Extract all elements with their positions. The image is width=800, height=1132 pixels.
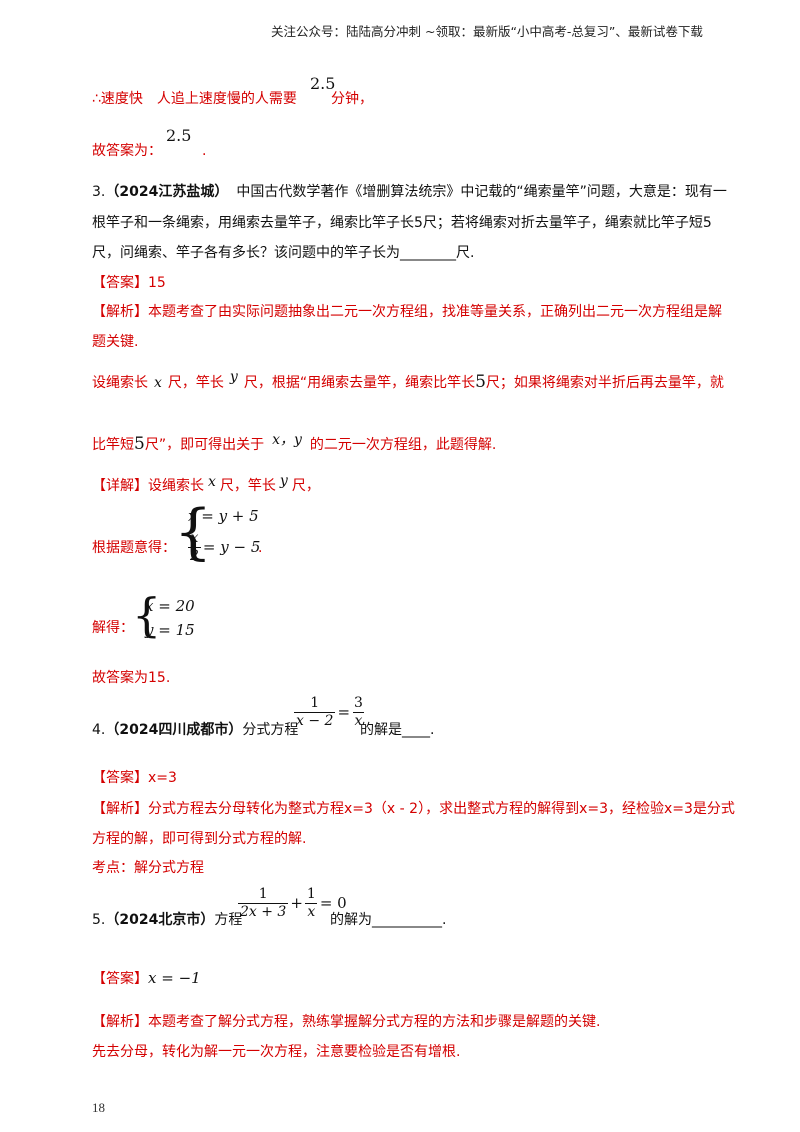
q4-pre: 分式方程 <box>242 722 299 738</box>
q3-answer: 【答案】15 <box>92 275 166 291</box>
q3-solve-label: 解得： <box>92 620 134 636</box>
q3-detail-c: 尺， <box>291 478 320 494</box>
q4-f1-num: 1 <box>310 695 320 711</box>
q3-source: （2024江苏盐城） <box>105 184 229 200</box>
q3-final: 故答案为15. <box>92 670 171 686</box>
solution-x: x = 20 <box>145 597 195 615</box>
eq2-rhs: = y − 5 <box>202 538 261 556</box>
speed-line-b: 人追上速度慢的人需要 <box>156 91 297 107</box>
q5-number: 5. <box>92 912 106 928</box>
answer-prefix: 故答案为： <box>92 143 162 159</box>
solution-y: y = 15 <box>145 621 195 639</box>
q3-text-1: 中国古代数学著作《增删算法统宗》中记载的“绳索量竿”问题，大意是：现有一 <box>236 184 727 200</box>
equation-1: x = y + 5 <box>188 507 259 525</box>
q3-setup2-text-b: 尺”，即可得出关于 <box>144 437 265 453</box>
q4-topic: 考点：解分式方程 <box>92 860 204 876</box>
q3-setup-1: 设绳索长 x 尺，竿长 y 尺，根据“用绳索去量竿，绳索比竿长5尺；如果将绳索对半折后再… <box>92 369 724 393</box>
answer-value: 2.5 <box>166 126 192 145</box>
q3-according: 根据题意得： <box>92 540 176 556</box>
speed-line: ∴速度快人追上速度慢的人需要 <box>92 89 297 109</box>
q5-rhs: = 0 <box>319 894 347 912</box>
q4-answer: 【答案】x=3 <box>92 770 177 786</box>
q4-analysis-1: 【解析】分式方程去分母转化为整式方程x=3（x - 2），求出整式方程的解得到x… <box>92 801 735 817</box>
q5-f2-num: 1 <box>306 886 316 902</box>
page-header: 关注公众号：陆陆高分冲刺 ~领取：最新版“小中高考-总复习”、最新试卷下载 <box>271 24 703 39</box>
q4-f1-den: x − 2 <box>294 712 336 729</box>
q4-eq-sign: = <box>337 703 351 721</box>
vars-xy: x，y <box>272 432 302 448</box>
q3-setup2-text-c: 的二元一次方程组，此题得解. <box>309 437 497 453</box>
q5-answer: 【答案】x = −1 <box>92 968 201 989</box>
q4-f2-den: x <box>352 712 365 729</box>
q5-lead: 5.（2024北京市）方程 <box>92 910 242 930</box>
q3-setup-text-c: 尺，根据“用绳索去量竿，绳索比竿长 <box>243 375 476 391</box>
speed-line-a: ∴速度快 <box>92 91 143 107</box>
q5-source: （2024北京市） <box>105 912 215 928</box>
q4-post: 的解是____. <box>360 722 435 738</box>
var-y: y <box>229 369 238 385</box>
q5-f1-den: 2x + 3 <box>238 903 289 920</box>
q5-analysis-1: 【解析】本题考查了解分式方程，熟练掌握解分式方程的方法和步骤是解题的关键. <box>92 1014 601 1030</box>
q3-text-2: 根竿子和一条绳索，用绳索去量竿子，绳索比竿子长5尺；若将绳索对折去量竿子，绳索就… <box>92 215 712 231</box>
detail-var-y: y <box>279 473 288 489</box>
q5-answer-value: x = −1 <box>148 969 201 987</box>
q4-analysis-2: 方程的解，即可得到分式方程的解. <box>92 831 307 847</box>
q5-plus: + <box>290 894 303 912</box>
detail-var-x: x <box>208 474 216 490</box>
q5-answer-label: 【答案】 <box>92 971 148 987</box>
q4-lead: 4.（2024四川成都市）分式方程 <box>92 720 298 740</box>
equation-dot: . <box>258 540 263 556</box>
q3-analysis-2: 题关键. <box>92 334 139 350</box>
system-brace: { <box>174 497 213 567</box>
q5-pre: 方程 <box>214 912 243 928</box>
speed-value: 2.5 <box>310 74 336 93</box>
q3-setup-text-a: 设绳索长 <box>92 375 148 391</box>
num-5b: 5 <box>134 434 145 454</box>
q5-analysis-2: 先去分母，转化为解一元一次方程，注意要检验是否有增根. <box>92 1044 461 1060</box>
q3-setup-text-d: 尺；如果将绳索对半折后再去量竿，就 <box>485 375 724 391</box>
num-5: 5 <box>475 372 486 392</box>
q4-number: 4. <box>92 722 106 738</box>
q3-setup-text-b: 尺，竿长 <box>167 375 224 391</box>
q3-analysis-1: 【解析】本题考查了由实际问题抽象出二元一次方程组，找准等量关系，正确列出二元一次… <box>92 304 722 320</box>
q3-detail-b: 尺，竿长 <box>219 478 276 494</box>
solution-brace: { <box>132 588 162 642</box>
eq2-denominator: 2 <box>188 547 201 564</box>
q3-setup2-text-a: 比竿短 <box>92 437 134 453</box>
eq2-numerator: x <box>190 530 199 546</box>
speed-unit: 分钟， <box>331 91 373 107</box>
q3-line-1: 3.（2024江苏盐城） 中国古代数学著作《增删算法统宗》中记载的“绳索量竿”问题… <box>92 182 727 202</box>
q5-post: 的解为__________. <box>330 912 447 928</box>
q3-setup-2: 比竿短5尺”，即可得出关于 x，y 的二元一次方程组，此题得解. <box>92 432 497 455</box>
q3-number: 3. <box>92 184 106 200</box>
q4-source: （2024四川成都市） <box>105 722 243 738</box>
q4-f2-num: 3 <box>354 695 363 711</box>
answer-period: . <box>202 143 207 159</box>
q3-detail-a: 【详解】设绳索长 <box>92 478 204 494</box>
page-number: 18 <box>92 1100 105 1115</box>
q5-f1-num: 1 <box>258 886 268 902</box>
var-x: x <box>154 375 162 391</box>
q5-f2-den: x <box>305 903 318 920</box>
q3-text-3: 尺，问绳索、竿子各有多长？该问题中的竿子长为________尺. <box>92 245 475 261</box>
